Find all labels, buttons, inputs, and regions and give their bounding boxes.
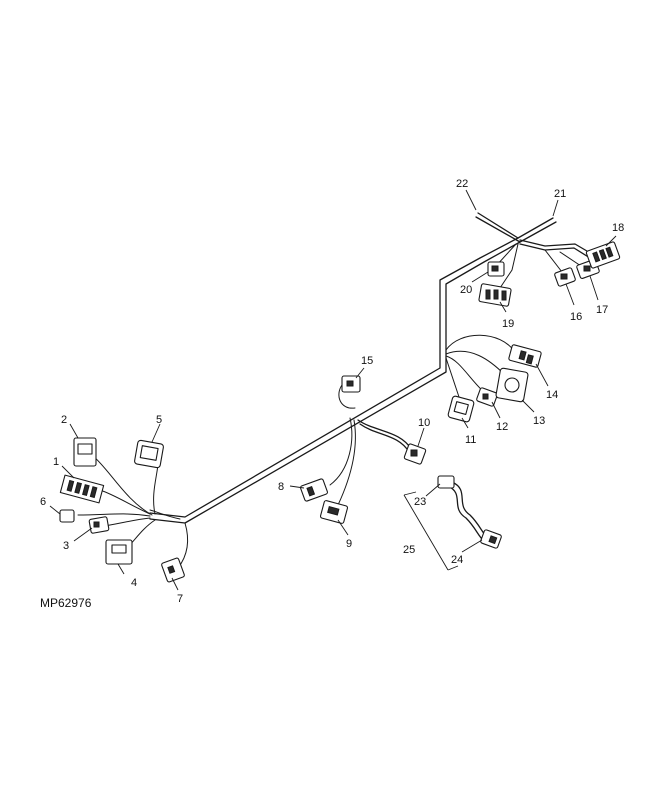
connector-7 xyxy=(161,557,185,583)
callout-12: 12 xyxy=(496,421,508,433)
callout-9: 9 xyxy=(346,538,352,550)
reference-code: MP62976 xyxy=(40,596,92,610)
callout-14: 14 xyxy=(546,389,558,401)
callout-25: 25 xyxy=(403,544,415,556)
connector-4 xyxy=(105,539,133,565)
callout-8: 8 xyxy=(278,481,284,493)
callout-20: 20 xyxy=(460,284,472,296)
callout-16: 16 xyxy=(570,311,582,323)
callout-2: 2 xyxy=(61,414,67,426)
connector-18 xyxy=(585,241,621,269)
connector-1 xyxy=(59,474,105,504)
connector-9 xyxy=(319,500,349,524)
callout-15: 15 xyxy=(361,355,373,367)
connector-8 xyxy=(300,478,328,502)
connector-14 xyxy=(508,344,542,368)
main-harness-trunk xyxy=(149,212,593,524)
connector-12 xyxy=(476,387,498,407)
callout-23: 23 xyxy=(414,496,426,508)
callout-22: 22 xyxy=(456,178,468,190)
callout-10: 10 xyxy=(418,417,430,429)
connector-23 xyxy=(437,475,455,489)
callout-6: 6 xyxy=(40,496,46,508)
connector-20 xyxy=(487,261,505,277)
connector-19 xyxy=(478,283,512,307)
callout-4: 4 xyxy=(131,577,137,589)
branch-middle-cluster xyxy=(329,384,413,506)
callout-13: 13 xyxy=(533,415,545,427)
callout-labels: 1 2 3 4 5 6 7 8 9 10 11 12 13 14 15 16 1… xyxy=(40,178,624,605)
callout-18: 18 xyxy=(612,222,624,234)
callout-7: 7 xyxy=(177,593,183,605)
callout-21: 21 xyxy=(554,188,566,200)
callout-3: 3 xyxy=(63,540,69,552)
connector-16 xyxy=(554,267,576,287)
callout-19: 19 xyxy=(502,318,514,330)
connector-24 xyxy=(480,529,502,549)
callout-17: 17 xyxy=(596,304,608,316)
callout-1: 1 xyxy=(53,456,59,468)
connector-13 xyxy=(495,367,529,403)
connector-15 xyxy=(341,375,361,393)
connector-3 xyxy=(88,516,110,534)
callout-11: 11 xyxy=(465,434,476,446)
connector-11 xyxy=(447,395,475,423)
callout-5: 5 xyxy=(156,414,162,426)
separate-harness-23-24 xyxy=(403,475,502,571)
leader-lines xyxy=(49,189,617,591)
callout-24: 24 xyxy=(451,554,463,566)
connector-10 xyxy=(403,443,427,465)
branch-left-cluster xyxy=(77,454,189,569)
connector-5 xyxy=(134,439,164,469)
connector-2 xyxy=(73,437,97,467)
connector-6 xyxy=(59,509,75,523)
